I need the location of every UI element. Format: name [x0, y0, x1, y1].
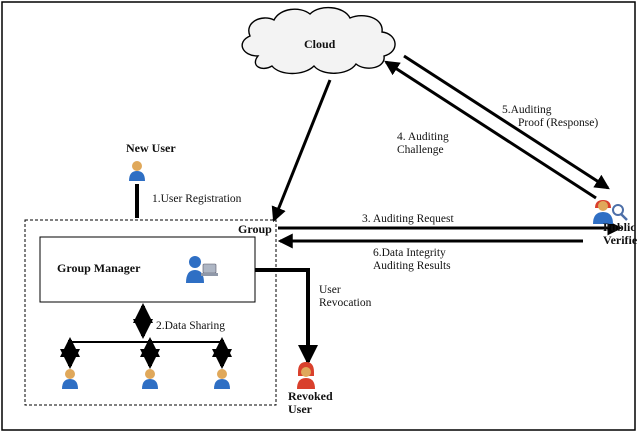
verifier-magnifier-icon: [593, 200, 628, 224]
public-verifier-label-2: Verifier: [603, 233, 637, 247]
cloud-icon: [241, 7, 396, 75]
integrity-results-label-2: Auditing Results: [373, 260, 451, 272]
revoked-person-icon: [297, 362, 315, 389]
revoked-user-node: Revoked User: [288, 362, 333, 416]
group-manager-label: Group Manager: [57, 261, 141, 275]
group-manager-node: Group Manager: [39, 236, 256, 303]
auditing-challenge-arrow: [384, 60, 597, 200]
public-verifier-node: Public Verifier: [593, 200, 637, 247]
auditing-proof-arrow: [403, 54, 610, 190]
cloud-to-group-arrow: [271, 79, 332, 223]
group-member-1-icon: [62, 369, 78, 389]
group-manager-box: [39, 236, 256, 303]
auditing-challenge-label-1: 4. Auditing: [397, 131, 449, 143]
user-revocation-label-1: User: [319, 284, 341, 296]
auditing-challenge-label-2: Challenge: [397, 144, 444, 156]
group-box: [24, 219, 277, 406]
auditing-request-label: 3. Auditing Request: [362, 213, 454, 225]
auditing-proof-label-2: Proof (Response): [518, 117, 598, 129]
new-user-label: New User: [126, 141, 176, 155]
person-icon: [129, 161, 145, 181]
revoked-label-2: User: [288, 402, 313, 416]
revoked-label-1: Revoked: [288, 389, 333, 403]
manager-with-laptop-icon: [186, 256, 218, 283]
auditing-proof-label-1: 5.Auditing: [502, 104, 552, 116]
public-verifier-label-1: Public: [603, 220, 636, 234]
user-revocation-arrow: [255, 268, 318, 365]
user-revocation-label-2: Revocation: [319, 297, 372, 309]
new-user-node: New User: [126, 141, 176, 181]
cloud-node: Cloud: [241, 7, 396, 75]
group-label: Group: [238, 222, 272, 236]
group-member-3-icon: [214, 369, 230, 389]
user-registration-label: 1.User Registration: [152, 193, 242, 205]
group-member-2-icon: [142, 369, 158, 389]
data-sharing-label: 2.Data Sharing: [156, 320, 225, 332]
integrity-results-label-1: 6.Data Integrity: [373, 247, 446, 259]
cloud-label: Cloud: [304, 37, 336, 51]
